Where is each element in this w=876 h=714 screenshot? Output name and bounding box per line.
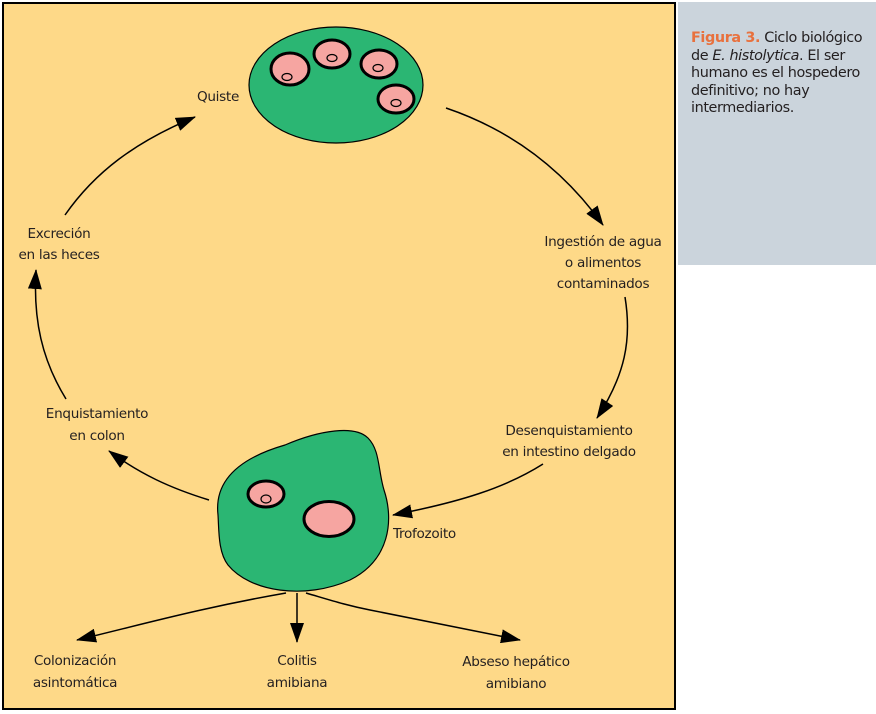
caption-text-2: . El ser humano es el hospedero definiti… xyxy=(691,47,860,117)
arrow-excretion-to-cyst xyxy=(64,116,196,216)
arrow-to-liver-abscess xyxy=(305,592,521,644)
caption-text: Ciclo biológico de xyxy=(691,30,863,64)
label-encystation-2: en colon xyxy=(69,428,124,444)
caption-box: Figura 3. Ciclo biológico de E. histolyt… xyxy=(678,2,876,265)
species-genus: E. xyxy=(712,47,726,64)
cyst-nucleus xyxy=(376,83,416,115)
cyst-nucleus xyxy=(269,51,311,87)
trophozoite-illustration xyxy=(217,429,390,592)
label-trophozoite: Trofozoito xyxy=(392,526,456,542)
label-ingestion-1: Ingestión de agua xyxy=(544,234,661,250)
arrow-excystation-to-trophozoite xyxy=(392,463,544,519)
arrow-cyst-to-ingestion xyxy=(445,107,604,226)
trophozoite-nucleus-large xyxy=(302,500,356,538)
figure-caption: Figura 3. Ciclo biológico de E. histolyt… xyxy=(691,30,866,118)
label-outcome-liver-abscess-1: Abseso hepático xyxy=(462,654,569,670)
label-excystation-1: Desenquistamiento xyxy=(505,423,632,439)
cyst-nucleus xyxy=(312,38,352,70)
trophozoite-body xyxy=(217,429,390,592)
label-cyst: Quiste xyxy=(197,89,239,105)
trophozoite-nucleus-small xyxy=(246,479,286,509)
arrow-trophozoite-to-encystation xyxy=(108,450,210,501)
label-ingestion-3: contaminados xyxy=(557,276,650,292)
label-outcome-liver-abscess-2: amibiano xyxy=(486,676,547,692)
arrow-ingestion-to-excystation xyxy=(596,296,629,419)
arrow-to-colonization xyxy=(76,592,287,643)
label-outcome-colitis-1: Colitis xyxy=(277,653,317,669)
label-ingestion-2: o alimentos xyxy=(565,255,641,271)
label-outcome-colonization-1: Colonización xyxy=(34,653,116,669)
label-excretion-2: en las heces xyxy=(18,247,99,263)
cyst-illustration xyxy=(248,26,424,144)
label-outcome-colitis-2: amibiana xyxy=(267,675,328,691)
label-excretion-1: Excreción xyxy=(27,226,90,242)
cyst-nucleus xyxy=(359,48,399,80)
label-excystation-2: en intestino delgado xyxy=(502,444,636,460)
label-outcome-colonization-2: asintomática xyxy=(33,675,117,691)
figure-label: Figura 3. xyxy=(691,30,761,46)
label-encystation-1: Enquistamiento xyxy=(46,406,148,422)
species-name: histolytica xyxy=(729,47,799,64)
arrow-encystation-to-excretion xyxy=(27,269,67,400)
